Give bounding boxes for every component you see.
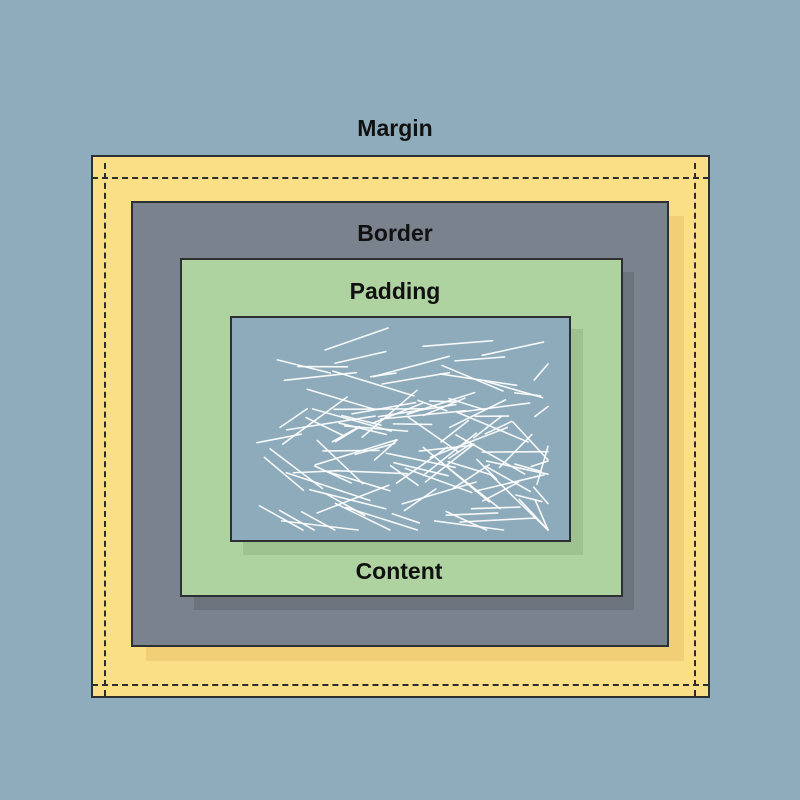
content-stroke: [372, 355, 451, 378]
content-stroke: [452, 463, 490, 489]
content-stroke: [392, 423, 433, 426]
content-stroke: [512, 421, 549, 461]
content-stroke: [482, 481, 520, 502]
content-stroke: [484, 420, 513, 435]
content-stroke: [485, 460, 549, 475]
content-stroke: [389, 464, 419, 487]
content-strokes: [256, 327, 549, 531]
content-stroke: [514, 392, 542, 397]
content-stroke: [280, 520, 359, 531]
content-stroke: [440, 419, 470, 443]
content-stroke: [481, 341, 545, 357]
content-stroke: [403, 488, 437, 512]
margin-guide-right: [694, 163, 696, 696]
content-stroke: [263, 456, 305, 491]
content-stroke: [454, 356, 506, 362]
content-stroke: [306, 388, 374, 410]
content-stroke: [324, 470, 391, 492]
content-stroke: [484, 465, 532, 493]
content-stroke: [344, 506, 419, 531]
content-stroke: [439, 373, 518, 387]
content-stroke: [536, 445, 549, 486]
content-stroke: [530, 460, 549, 468]
content-stroke: [256, 433, 303, 444]
content-stroke: [258, 504, 304, 531]
border-label: Border: [357, 220, 433, 246]
content-stroke: [447, 460, 493, 476]
content-stroke: [292, 469, 340, 474]
content-stroke: [281, 396, 348, 445]
content-stroke: [338, 422, 387, 436]
content-stroke: [534, 499, 549, 531]
content-stroke: [276, 359, 332, 374]
content-stroke: [316, 484, 390, 514]
content-stroke: [369, 372, 397, 378]
content-stroke: [351, 401, 417, 415]
content-stroke: [429, 400, 457, 403]
content-stroke: [354, 442, 396, 456]
content-stroke: [534, 405, 549, 418]
content-stroke: [489, 473, 549, 531]
content-stroke: [448, 443, 472, 460]
content-stroke: [331, 425, 361, 443]
content-stroke: [334, 350, 387, 365]
content-stroke: [422, 339, 494, 348]
content-stroke: [305, 416, 345, 437]
content-stroke: [381, 371, 451, 385]
content-stroke: [449, 399, 507, 429]
content-stroke: [417, 399, 448, 412]
content-stroke: [476, 458, 498, 481]
content-stroke: [308, 488, 387, 510]
content-stroke: [456, 402, 531, 414]
content-stroke: [279, 407, 308, 429]
content-stroke: [380, 409, 467, 420]
content-stroke: [515, 494, 543, 503]
content-stroke: [373, 439, 398, 461]
content-stroke: [533, 363, 549, 381]
content-stroke: [470, 506, 521, 510]
content-stroke: [285, 415, 376, 431]
content-stroke: [395, 446, 449, 484]
content-stroke: [532, 486, 549, 505]
content-stroke: [283, 371, 358, 382]
content-stroke: [334, 469, 409, 475]
padding-label: Padding: [349, 278, 441, 304]
content-stroke: [401, 481, 477, 505]
content-stroke: [422, 432, 478, 477]
content-stroke: [391, 512, 421, 524]
content-stroke: [324, 327, 389, 351]
content-stroke: [422, 397, 466, 417]
content-box: [230, 316, 571, 542]
content-stroke: [316, 439, 364, 485]
content-stroke: [269, 448, 324, 490]
margin-label: Margin: [357, 115, 433, 141]
content-stroke: [361, 389, 418, 439]
margin-guide-top: [92, 177, 709, 179]
content-stroke: [424, 443, 475, 483]
content-stroke: [514, 463, 542, 473]
content-stroke: [404, 467, 473, 494]
content-stroke: [445, 512, 499, 516]
content-stroke: [285, 471, 371, 502]
content-stroke: [406, 391, 476, 415]
content-stroke: [473, 415, 503, 439]
content-stroke: [341, 414, 382, 426]
content-stroke: [498, 433, 533, 469]
content-label: Content: [355, 558, 443, 584]
content-stroke: [314, 465, 352, 484]
content-stroke: [406, 415, 459, 453]
content-stroke: [332, 370, 415, 397]
content-stroke: [334, 502, 391, 531]
margin-guide-bottom: [92, 684, 709, 686]
content-stroke: [459, 517, 537, 523]
content-stroke: [393, 461, 449, 477]
content-stroke: [448, 397, 485, 411]
content-stroke: [278, 509, 315, 531]
content-stroke: [474, 474, 545, 492]
margin-guide-left: [104, 163, 106, 696]
content-stroke: [433, 520, 505, 531]
content-stroke: [314, 438, 398, 466]
